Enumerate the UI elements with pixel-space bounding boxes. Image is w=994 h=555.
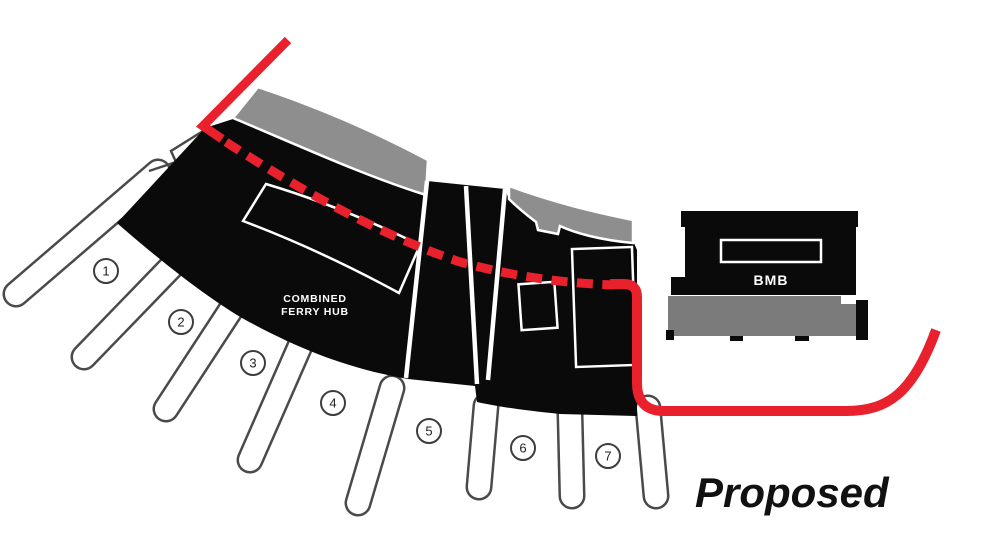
berth-circle <box>240 350 266 376</box>
proposed-caption: Proposed <box>695 469 890 516</box>
berth-marker-5: 5 <box>416 418 442 444</box>
pier-strip <box>155 297 243 420</box>
bmb-base-foot <box>795 336 809 341</box>
berth-number: 1 <box>102 264 109 279</box>
terminal-band <box>117 119 637 416</box>
pier-strip <box>239 335 311 471</box>
berth-circle <box>93 258 119 284</box>
divider-line <box>485 188 508 381</box>
bmb-left-notch <box>671 277 696 295</box>
apron-strips <box>230 85 635 245</box>
route-dashed-segment <box>223 138 615 290</box>
proposed-route <box>196 36 941 416</box>
berth-number: 4 <box>329 396 336 411</box>
hub-label-line2: FERRY HUB <box>281 306 349 318</box>
berth-circle <box>595 443 621 469</box>
berth-number: 2 <box>177 315 184 330</box>
berth-markers: 1 2 3 4 5 6 7 <box>93 258 621 469</box>
berth-circle <box>416 418 442 444</box>
bmb-building: BMB <box>666 211 868 341</box>
pier-fills <box>5 161 667 514</box>
small-building-outline <box>517 280 559 332</box>
bmb-base-platform <box>668 296 868 336</box>
bmb-base-bracket-right <box>856 300 868 340</box>
berth-number: 3 <box>249 356 256 371</box>
apron-strip-left <box>230 85 430 197</box>
berth-marker-4: 4 <box>320 390 346 416</box>
pier-strip <box>347 377 403 514</box>
berth-circle <box>510 435 536 461</box>
berth-marker-2: 2 <box>168 309 194 335</box>
divider-line <box>403 180 430 379</box>
pier-strip <box>5 161 169 305</box>
pier-strip <box>73 255 183 368</box>
berth-marker-3: 3 <box>240 350 266 376</box>
berth-marker-1: 1 <box>93 258 119 284</box>
berth-number: 7 <box>604 449 611 464</box>
route-solid-lower <box>610 279 941 416</box>
berth-circle <box>320 390 346 416</box>
pier-strip <box>559 403 583 507</box>
berth-number: 5 <box>425 424 432 439</box>
section-dividers <box>403 180 508 385</box>
hub-label: COMBINED FERRY HUB <box>281 293 349 318</box>
apron-strip-right <box>507 184 635 245</box>
hub-building-outline <box>241 182 422 295</box>
berth-marker-6: 6 <box>510 435 536 461</box>
bmb-base-foot <box>666 330 674 340</box>
berth-marker-7: 7 <box>595 443 621 469</box>
pier-fingers <box>2 129 670 517</box>
hub-label-line1: COMBINED <box>283 293 347 305</box>
pier-strip <box>637 397 667 507</box>
berth-number: 6 <box>519 441 526 456</box>
quay-step-notch <box>148 129 204 173</box>
bmb-roof-bar <box>681 211 858 227</box>
bmb-window-outline <box>719 238 823 264</box>
bmb-label: BMB <box>754 272 789 288</box>
bmb-base-foot <box>730 336 743 341</box>
berth-circle <box>168 309 194 335</box>
pier-strip <box>468 395 497 498</box>
divider-line <box>463 185 480 385</box>
route-solid-upper <box>196 36 292 143</box>
